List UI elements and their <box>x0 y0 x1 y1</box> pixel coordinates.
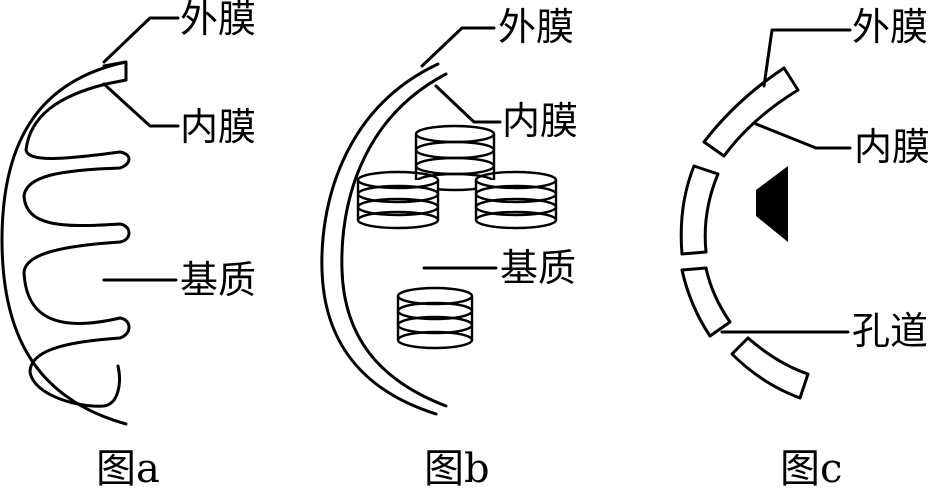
panel-a-inner-membrane-cristae <box>22 82 131 408</box>
panel-b-inner-leader <box>434 84 502 124</box>
panel-c-outer-leader <box>762 28 852 88</box>
panel-b-granum-bottom <box>396 286 474 350</box>
panel-c-membrane-segment-3 <box>680 266 732 338</box>
panel-c-dark-body <box>756 166 788 242</box>
panel-c-inner-leader <box>754 122 852 150</box>
panel-b-granum-right <box>474 170 558 230</box>
panel-c-membrane-segment-1 <box>702 66 800 158</box>
panel-b-inner-label: 内膜 <box>502 99 578 143</box>
panel-b-granum-left <box>356 170 440 230</box>
panel-c: 外膜 内膜 孔道 图c <box>679 5 930 492</box>
panel-a-membrane-cap <box>102 60 128 86</box>
panel-c-pore-label: 孔道 <box>852 309 928 353</box>
panel-c-outer-label: 外膜 <box>852 5 928 49</box>
panel-b-inner-membrane <box>340 72 448 408</box>
panel-c-membrane-segment-2 <box>679 164 720 256</box>
panel-b-matrix-label: 基质 <box>500 246 576 290</box>
panel-c-inner-label: 内膜 <box>854 125 930 169</box>
panel-a-outer-membrane <box>0 60 128 426</box>
panel-b-outer-label: 外膜 <box>498 5 574 49</box>
panel-a-inner-label: 内膜 <box>180 105 256 149</box>
panel-a-inner-leader <box>102 82 180 128</box>
panel-a-outer-leader <box>102 16 180 64</box>
panel-a-matrix-label: 基质 <box>180 258 256 302</box>
panel-b-outer-leader <box>420 26 496 68</box>
panel-c-membrane-segment-4 <box>730 336 810 400</box>
panel-a: 外膜 内膜 基质 图a <box>0 0 256 492</box>
panel-a-outer-label: 外膜 <box>180 0 256 41</box>
panel-b: 外膜 内膜 基质 图b <box>320 5 578 492</box>
panel-c-caption: 图c <box>780 446 842 492</box>
panel-b-caption: 图b <box>424 446 490 492</box>
panel-b-outer-membrane <box>320 62 440 416</box>
panel-a-caption: 图a <box>96 446 160 492</box>
